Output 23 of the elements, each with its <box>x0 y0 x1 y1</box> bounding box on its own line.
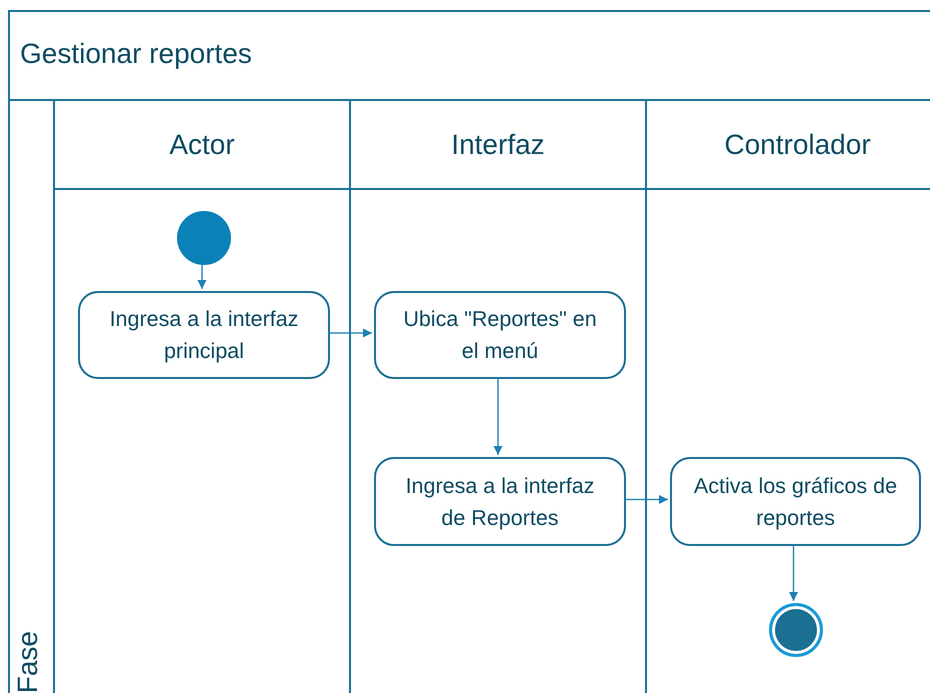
arrow <box>494 377 502 455</box>
action-box <box>374 457 626 546</box>
pool-title: Gestionar reportes <box>20 38 252 70</box>
action-text: Activa los gráficos de reportes <box>692 472 898 532</box>
phase-label: Fase <box>14 630 42 693</box>
lane-header: Controlador <box>647 101 930 190</box>
pool-frame <box>8 10 930 693</box>
arrow <box>328 328 372 338</box>
swimlane <box>55 101 351 693</box>
action-box <box>670 457 921 546</box>
action-text: Ingresa a la interfaz principal <box>108 306 300 365</box>
lane-header: Actor <box>55 101 349 190</box>
end-node <box>769 603 823 657</box>
arrow <box>789 544 798 601</box>
arrow <box>198 263 206 289</box>
action-text: Ingresa a la interfaz de Reportes <box>404 472 596 532</box>
arrow <box>624 495 668 504</box>
action-text: Ubica "Reportes" en el menú <box>402 306 598 365</box>
action-box <box>78 291 330 379</box>
swimlane <box>351 101 647 693</box>
lane-header: Interfaz <box>351 101 645 190</box>
action-box <box>374 291 626 379</box>
start-node <box>177 211 231 265</box>
